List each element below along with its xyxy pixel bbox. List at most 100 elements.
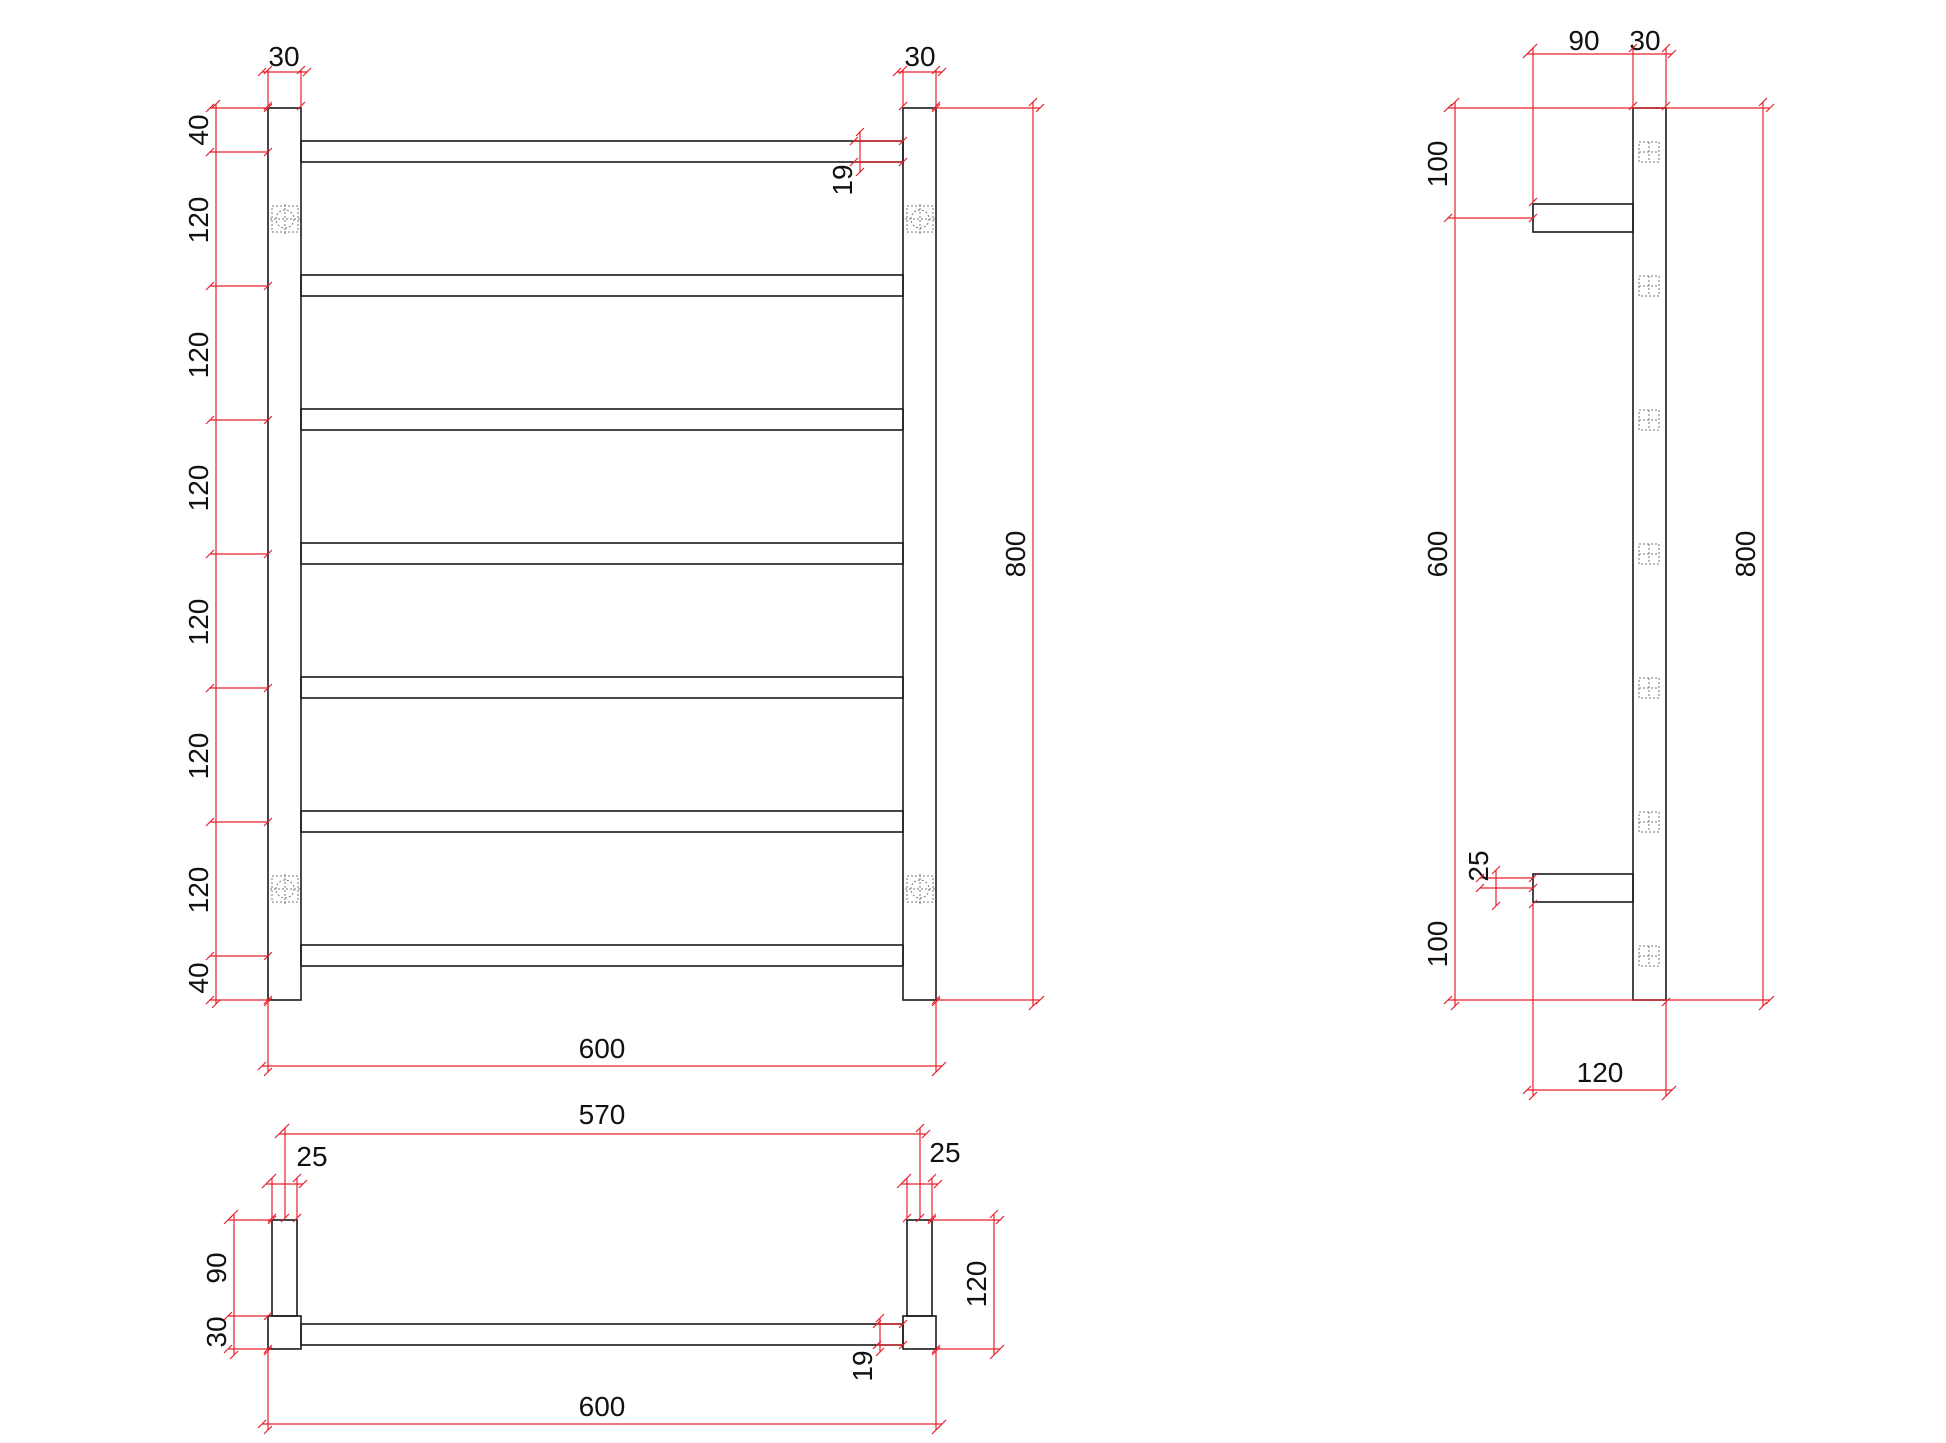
dimension-tick — [302, 67, 312, 77]
rail-5 — [300, 676, 904, 699]
dimension-tick — [1028, 97, 1038, 107]
dimension-tick — [263, 1425, 273, 1435]
dimension-tick — [223, 1344, 233, 1354]
dimension-tick — [229, 1209, 239, 1219]
dimension-tick — [205, 415, 215, 425]
dimension-tick — [223, 1311, 233, 1321]
spacing-label: 120 — [183, 599, 214, 646]
dimension-tick — [931, 997, 941, 1007]
dimension-tick — [263, 683, 273, 693]
dimension-tick — [296, 101, 306, 111]
rail-3 — [300, 408, 904, 431]
mounting-bracket-icon — [270, 204, 300, 234]
bracket-spacing-label: 600 — [1422, 531, 1453, 578]
dimension-tick — [898, 157, 908, 167]
spacing-label: 120 — [183, 332, 214, 379]
fixing-point-icon — [1638, 945, 1660, 967]
bottom-offset-label: 100 — [1422, 921, 1453, 968]
dimension-tick — [205, 995, 215, 1005]
dimension-tick — [875, 1347, 885, 1357]
plan-width-label: 600 — [579, 1391, 626, 1422]
top-offset-label: 100 — [1422, 141, 1453, 188]
dimension-tick — [902, 1213, 912, 1223]
dimension-tick — [263, 997, 273, 1007]
left-post-plan — [267, 1315, 302, 1350]
dimension-tick — [855, 167, 865, 177]
dimension-tick — [229, 1350, 239, 1360]
dimension-tick — [855, 127, 865, 137]
dimension-tick — [263, 1311, 273, 1321]
dimension-tick — [298, 1179, 308, 1189]
dimension-tick — [892, 67, 902, 77]
dimension-tick — [931, 1346, 941, 1356]
dimension-tick — [1667, 1085, 1677, 1095]
rail-4 — [300, 542, 904, 565]
total-width-label: 600 — [579, 1033, 626, 1064]
dimension-tick — [1528, 197, 1538, 207]
dimension-tick — [263, 65, 273, 75]
spacing-label: 120 — [183, 867, 214, 914]
dimension-tick — [205, 549, 215, 559]
right-post-plan — [902, 1315, 937, 1350]
dimension-tick — [933, 1179, 943, 1189]
dimension-tick — [1491, 865, 1501, 875]
left-bracket-plan — [271, 1219, 298, 1317]
bracket-depth-label: 90 — [1568, 25, 1599, 56]
dimension-tick — [995, 1215, 1005, 1225]
dimension-tick — [292, 1213, 302, 1223]
total-height-label: 800 — [1000, 531, 1031, 578]
dimension-tick — [1450, 1001, 1460, 1011]
bottom-bracket — [1532, 873, 1634, 903]
dimension-tick — [1661, 101, 1671, 111]
rail-6 — [300, 810, 904, 833]
dimension-tick — [263, 549, 273, 559]
post-width-label-right: 30 — [904, 41, 935, 72]
bar-thickness-label: 19 — [827, 164, 858, 195]
offset-label-left: 25 — [296, 1141, 327, 1172]
dimension-tick — [267, 1213, 277, 1223]
mounting-bracket-icon — [905, 874, 935, 904]
dimension-tick — [1765, 103, 1775, 113]
dimension-tick — [280, 1213, 290, 1223]
front-dimensions — [210, 70, 1040, 1072]
fixing-point-icon — [1638, 543, 1660, 565]
dimension-tick — [1528, 883, 1538, 893]
dimension-tick — [1528, 213, 1538, 223]
fixing-point-icon — [1638, 409, 1660, 431]
dimension-tick — [274, 1129, 284, 1139]
dimension-tick — [921, 1129, 931, 1139]
rail-1 — [300, 140, 904, 163]
dimension-tick — [1035, 103, 1045, 113]
side-dimensions — [1448, 48, 1770, 1096]
dimension-tick — [211, 999, 221, 1009]
dimension-tick — [927, 1215, 937, 1225]
dimension-tick — [1628, 101, 1638, 111]
mounting-bracket-icon — [905, 204, 935, 234]
dimension-tick — [1443, 995, 1453, 1005]
dimension-tick — [205, 103, 215, 113]
dimension-tick — [931, 103, 941, 113]
right-post — [902, 107, 937, 1001]
top-bracket — [1532, 203, 1634, 233]
dimension-tick — [849, 136, 859, 146]
dimension-tick — [257, 1419, 267, 1429]
dimension-tick — [1522, 49, 1532, 59]
dimension-tick — [927, 1213, 937, 1223]
dimension-tick — [931, 1344, 941, 1354]
bracket-length-label: 90 — [201, 1252, 232, 1283]
side-depth-label: 120 — [1577, 1057, 1624, 1088]
dimension-tick — [898, 101, 908, 111]
front-view: 30 30 40 120 120 120 120 120 120 40 19 8… — [183, 41, 1040, 1072]
dimension-tick — [937, 67, 947, 77]
side-total-height-label: 800 — [1730, 531, 1761, 578]
dimension-tick — [263, 1346, 273, 1356]
dimension-tick — [1035, 995, 1045, 1005]
dimension-tick — [898, 136, 908, 146]
dimension-tick — [896, 1179, 906, 1189]
dimension-tick — [211, 99, 221, 109]
dimension-tick — [872, 1319, 882, 1329]
offset-label-right: 25 — [929, 1137, 960, 1168]
dimension-tick — [1443, 213, 1453, 223]
right-bracket-plan — [906, 1219, 933, 1317]
